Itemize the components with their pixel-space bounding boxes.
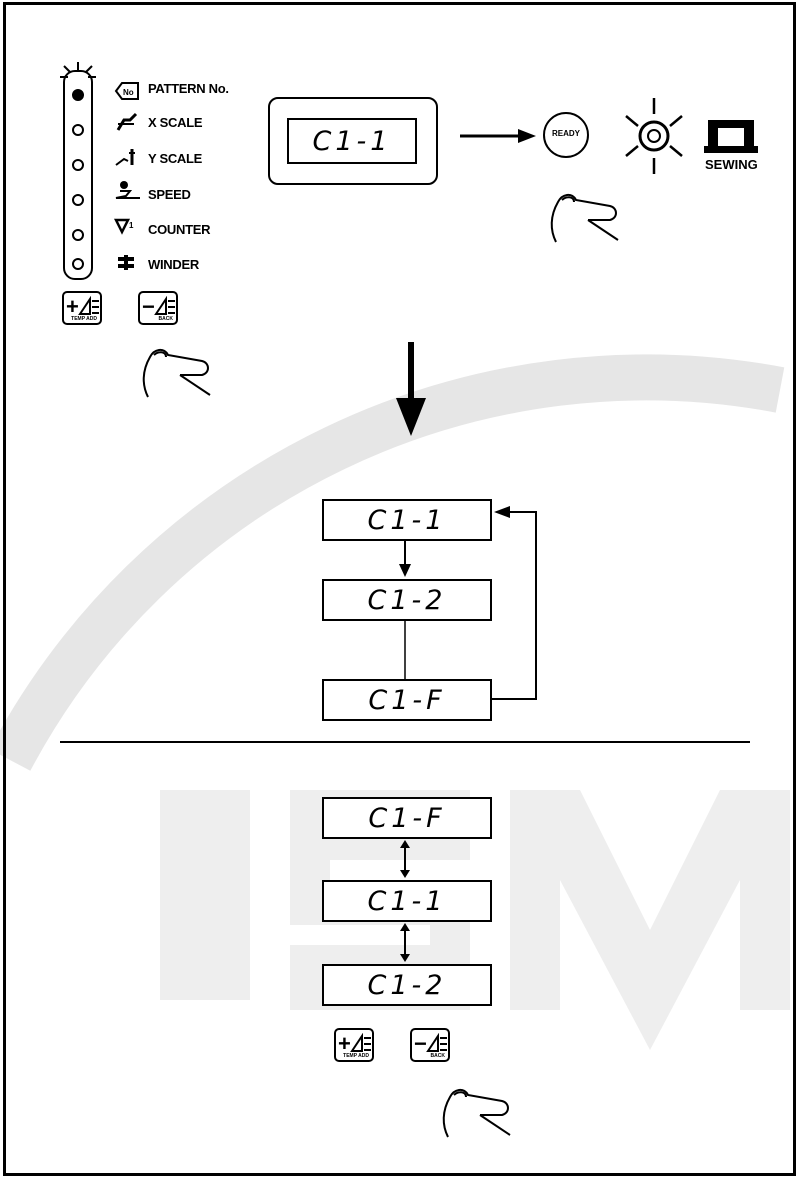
svg-text:1: 1 bbox=[129, 221, 134, 230]
minus-key-symbol: − bbox=[142, 293, 155, 321]
menu-label-speed: SPEED bbox=[148, 187, 191, 202]
minus-key-button[interactable]: − BACK bbox=[138, 291, 178, 325]
indicator-led-y-scale bbox=[72, 159, 84, 171]
minus-key-button[interactable]: − BACK bbox=[410, 1028, 450, 1062]
presser-foot-icon bbox=[426, 1033, 448, 1053]
menu-label-x-scale: X SCALE bbox=[148, 115, 202, 130]
finger-press-icon bbox=[440, 1075, 520, 1145]
minus-key-sublabel: BACK bbox=[159, 316, 173, 322]
indicator-led-counter bbox=[72, 229, 84, 241]
indicator-led-pattern bbox=[72, 89, 84, 101]
x-scale-icon bbox=[114, 112, 140, 132]
speed-icon bbox=[114, 180, 140, 200]
cycle-display-3: C1-F bbox=[322, 679, 492, 721]
plus-key-button[interactable]: + TEMP ADD bbox=[334, 1028, 374, 1062]
reverse-display-3: C1-2 bbox=[322, 964, 492, 1006]
down-arrow-icon bbox=[394, 340, 428, 440]
top-display-readout: C1-1 bbox=[287, 118, 417, 164]
menu-label-y-scale: Y SCALE bbox=[148, 151, 202, 166]
plus-key-sublabel: TEMP ADD bbox=[71, 316, 97, 322]
plus-key-sublabel: TEMP ADD bbox=[343, 1053, 369, 1059]
indicator-strip bbox=[63, 70, 93, 280]
menu-label-counter: COUNTER bbox=[148, 222, 210, 237]
menu-label-winder: WINDER bbox=[148, 257, 199, 272]
pattern-number-icon: No bbox=[114, 81, 140, 101]
sewing-machine-icon bbox=[704, 116, 760, 156]
indicator-led-speed bbox=[72, 194, 84, 206]
right-arrow-icon bbox=[458, 126, 538, 146]
cycle-display-2: C1-2 bbox=[322, 579, 492, 621]
cycle-display-1: C1-1 bbox=[322, 499, 492, 541]
reverse-display-1: C1-F bbox=[322, 797, 492, 839]
presser-foot-icon bbox=[154, 296, 176, 316]
ready-button[interactable]: READY bbox=[543, 112, 589, 158]
counter-icon: 1 bbox=[114, 216, 140, 236]
svg-text:No: No bbox=[123, 88, 134, 97]
finger-press-icon bbox=[140, 335, 220, 405]
plus-key-button[interactable]: + TEMP ADD bbox=[62, 291, 102, 325]
presser-foot-icon bbox=[350, 1033, 372, 1053]
reverse-display-2: C1-1 bbox=[322, 880, 492, 922]
menu-label-pattern-number: PATTERN No. bbox=[148, 81, 229, 96]
blinking-led-icon bbox=[56, 60, 100, 90]
ready-button-label: READY bbox=[545, 129, 587, 138]
lamp-on-icon bbox=[618, 96, 690, 176]
minus-key-symbol: − bbox=[414, 1030, 427, 1058]
winder-icon bbox=[114, 253, 140, 273]
indicator-led-winder bbox=[72, 258, 84, 270]
sewing-label: SEWING bbox=[705, 157, 758, 172]
y-scale-icon bbox=[114, 147, 140, 167]
finger-press-icon bbox=[548, 180, 628, 250]
minus-key-sublabel: BACK bbox=[431, 1053, 445, 1059]
section-divider bbox=[60, 741, 750, 743]
indicator-led-x-scale bbox=[72, 124, 84, 136]
presser-foot-icon bbox=[78, 296, 100, 316]
